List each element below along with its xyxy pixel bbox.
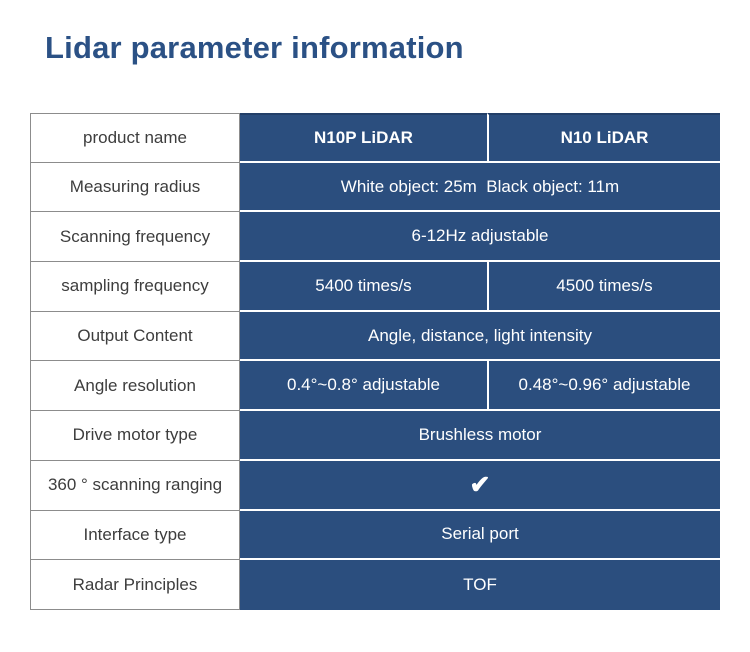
row-label-sampling-frequency: sampling frequency [30, 262, 240, 312]
page-title: Lidar parameter information [45, 30, 464, 65]
cell-drive-motor-type-value: Brushless motor [240, 411, 720, 461]
table-row-measuring-radius: Measuring radius White object: 25m Black… [30, 162, 720, 213]
row-label-angle-resolution: Angle resolution [30, 361, 240, 412]
row-values: Serial port [240, 510, 720, 561]
checkmark-icon: ✔ [240, 460, 720, 511]
cell-measuring-radius-value: White object: 25m Black object: 11m [240, 162, 720, 213]
row-values: ✔ [240, 460, 720, 511]
cell-sampling-frequency-n10p: 5400 times/s [240, 262, 487, 312]
row-values: 0.4°~0.8° adjustable 0.48°~0.96° adjusta… [240, 361, 720, 412]
cell-angle-resolution-n10p: 0.4°~0.8° adjustable [240, 361, 487, 412]
row-label-measuring-radius: Measuring radius [30, 162, 240, 213]
cell-angle-resolution-n10: 0.48°~0.96° adjustable [487, 361, 720, 412]
row-values: 6-12Hz adjustable [240, 212, 720, 263]
cell-n10-lidar: N10 LiDAR [487, 113, 720, 163]
table-row-output-content: Output Content Angle, distance, light in… [30, 311, 720, 362]
lidar-parameter-table: product name N10P LiDAR N10 LiDAR Measur… [30, 113, 720, 610]
row-label-output-content: Output Content [30, 311, 240, 362]
row-label-360-scanning-ranging: 360 ° scanning ranging [30, 460, 240, 511]
cell-sampling-frequency-n10: 4500 times/s [487, 262, 720, 312]
row-values: White object: 25m Black object: 11m [240, 162, 720, 213]
table-row-drive-motor-type: Drive motor type Brushless motor [30, 411, 720, 461]
row-values: TOF [240, 560, 720, 610]
cell-interface-type-value: Serial port [240, 510, 720, 561]
row-values: Brushless motor [240, 411, 720, 461]
row-label-scanning-frequency: Scanning frequency [30, 212, 240, 263]
table-row-radar-principles: Radar Principles TOF [30, 560, 720, 610]
table-row-angle-resolution: Angle resolution 0.4°~0.8° adjustable 0.… [30, 361, 720, 412]
cell-scanning-frequency-value: 6-12Hz adjustable [240, 212, 720, 263]
table-row-sampling-frequency: sampling frequency 5400 times/s 4500 tim… [30, 262, 720, 312]
table-row-360-scanning-ranging: 360 ° scanning ranging ✔ [30, 460, 720, 511]
table-row-product-name: product name N10P LiDAR N10 LiDAR [30, 113, 720, 163]
row-label-interface-type: Interface type [30, 510, 240, 561]
cell-output-content-value: Angle, distance, light intensity [240, 311, 720, 362]
row-label-radar-principles: Radar Principles [30, 560, 240, 610]
row-values: Angle, distance, light intensity [240, 311, 720, 362]
row-values: 5400 times/s 4500 times/s [240, 262, 720, 312]
cell-n10p-lidar: N10P LiDAR [240, 113, 487, 163]
table-row-scanning-frequency: Scanning frequency 6-12Hz adjustable [30, 212, 720, 263]
cell-radar-principles-value: TOF [240, 560, 720, 610]
table-row-interface-type: Interface type Serial port [30, 510, 720, 561]
row-label-drive-motor-type: Drive motor type [30, 411, 240, 461]
row-label-product-name: product name [30, 113, 240, 163]
row-values: N10P LiDAR N10 LiDAR [240, 113, 720, 163]
